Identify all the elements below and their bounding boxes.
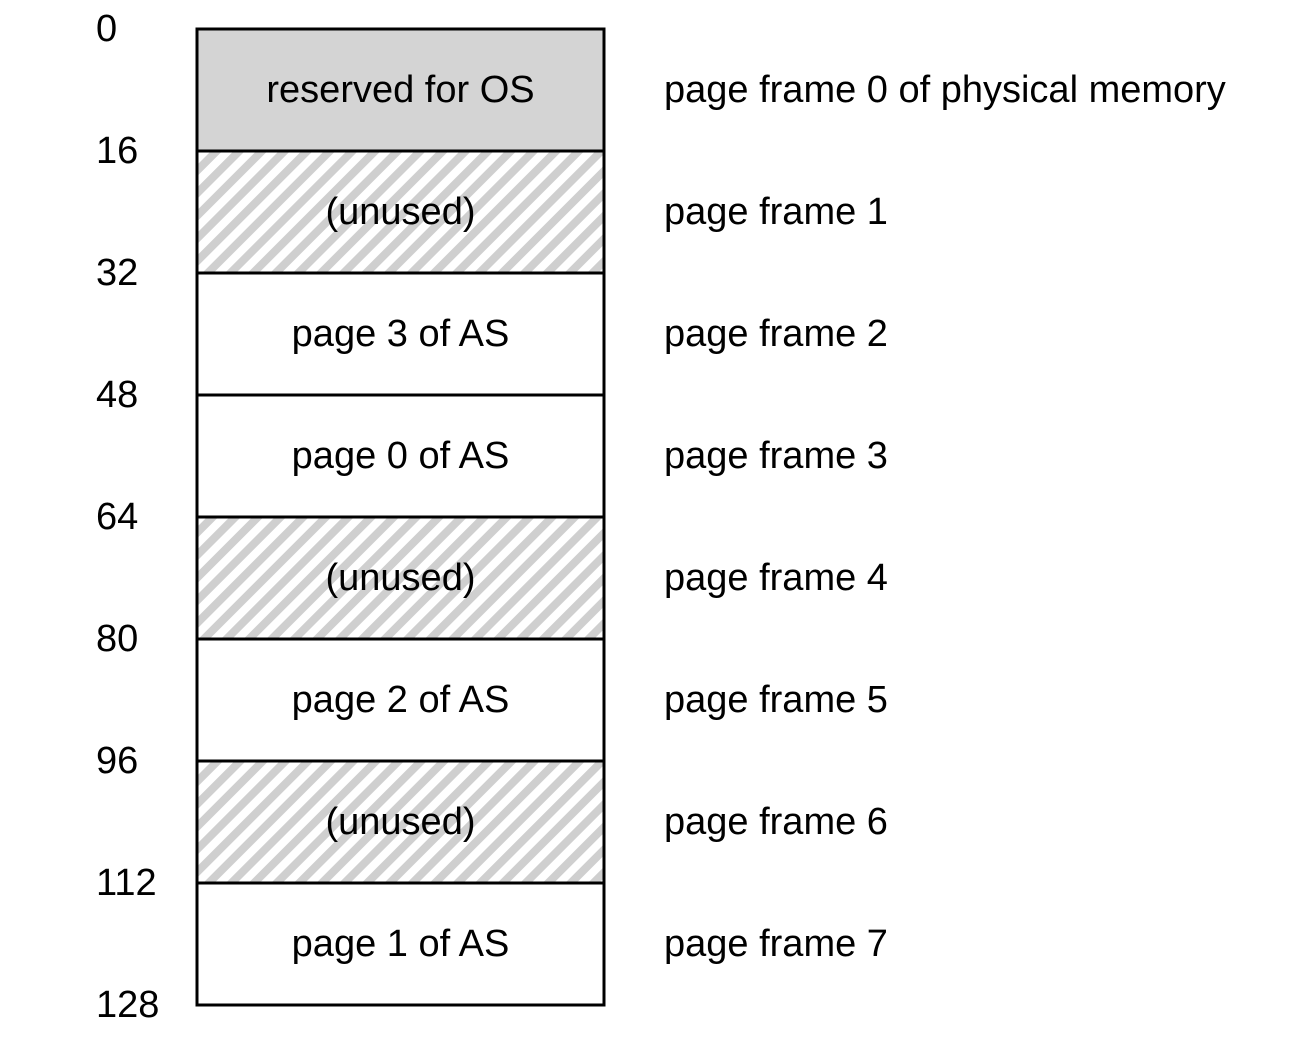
frame-dividers [197, 149, 604, 885]
memory-outline [195, 27, 606, 1007]
frame-cell-4-unused [197, 517, 604, 639]
page-frame-label-7: page frame 7 [664, 923, 888, 965]
frame-content-0: reserved for OS [266, 69, 534, 111]
frame-cell-0-reserved [197, 29, 604, 151]
frame-cell-5-used [197, 639, 604, 761]
page-frame-label-5: page frame 5 [664, 679, 888, 721]
frame-cell-6-unused [197, 761, 604, 883]
frame-content-2: page 3 of AS [292, 313, 510, 355]
page-frame-label-6: page frame 6 [664, 801, 888, 843]
frame-content-4: (unused) [326, 557, 476, 599]
page-frame-label-2: page frame 2 [664, 313, 888, 355]
address-label-5: 80 [96, 618, 138, 660]
frame-cell-2-used [197, 273, 604, 395]
frame-contents: reserved for OS (unused) page 3 of AS page … [266, 69, 534, 965]
frame-content-6: (unused) [326, 801, 476, 843]
address-label-1: 16 [96, 130, 138, 172]
frame-content-3: page 0 of AS [292, 435, 510, 477]
address-label-2: 32 [96, 252, 138, 294]
frame-content-7: page 1 of AS [292, 923, 510, 965]
address-label-3: 48 [96, 374, 138, 416]
page-frame-label-4: page frame 4 [664, 557, 888, 599]
frame-cell-1-unused [197, 151, 604, 273]
frame-cell-7-used [197, 883, 604, 1005]
address-label-6: 96 [96, 740, 138, 782]
frame-labels: page frame 0 of physical memory page fram… [664, 69, 1226, 965]
frame-cell-3-used [197, 395, 604, 517]
page-frame-label-0: page frame 0 of physical memory [664, 69, 1226, 111]
address-label-7: 112 [96, 862, 157, 904]
address-label-0: 0 [96, 8, 117, 50]
frame-content-5: page 2 of AS [292, 679, 510, 721]
address-label-8: 128 [96, 984, 159, 1026]
frame-cells [197, 29, 604, 1005]
frame-content-1: (unused) [326, 191, 476, 233]
page-frame-label-3: page frame 3 [664, 435, 888, 477]
page-frame-label-1: page frame 1 [664, 191, 888, 233]
address-labels: 0 16 32 48 64 80 96 112 128 [96, 8, 159, 1026]
address-label-4: 64 [96, 496, 138, 538]
